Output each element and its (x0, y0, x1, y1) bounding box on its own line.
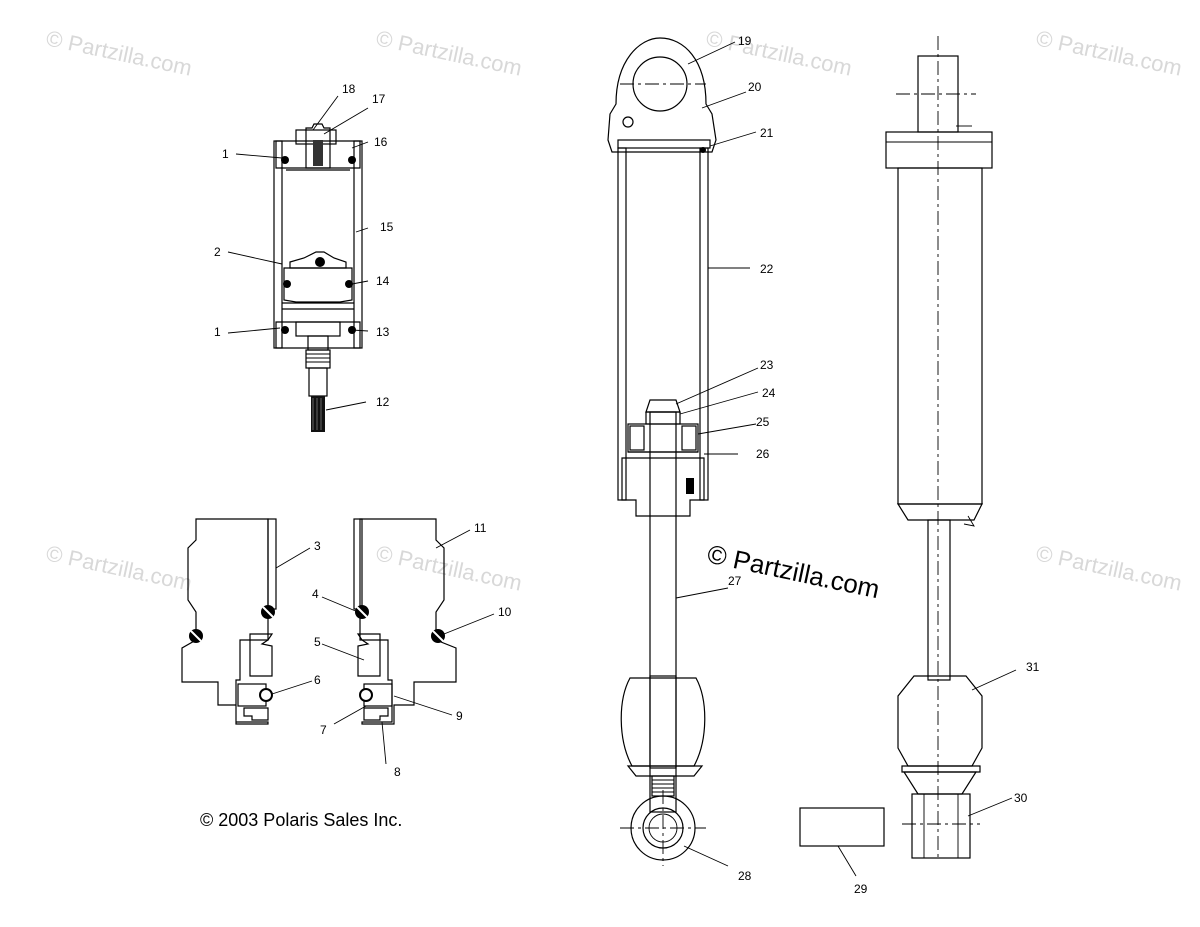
callout-17: 17 (372, 92, 386, 106)
callout-labels: 1 1 2 3 4 5 6 7 8 9 10 11 12 13 14 15 16… (214, 34, 1040, 896)
callout-31: 31 (1026, 660, 1040, 674)
callout-23: 23 (760, 358, 774, 372)
callout-8: 8 (394, 765, 401, 779)
shock-leaders (675, 41, 759, 867)
callout-1: 1 (222, 147, 229, 161)
callout-18: 18 (342, 82, 356, 96)
watermark: © Partzilla.com (1034, 25, 1184, 80)
callout-5: 5 (314, 635, 321, 649)
callout-16: 16 (374, 135, 388, 149)
callout-1: 1 (214, 325, 221, 339)
watermarks: © Partzilla.com © Partzilla.com © Partzi… (44, 25, 1184, 595)
callout-3: 3 (314, 539, 321, 553)
callout-19: 19 (738, 34, 752, 48)
watermark: © Partzilla.com (44, 540, 194, 595)
callout-11: 11 (474, 521, 487, 535)
watermark: © Partzilla.com (374, 540, 524, 595)
reservoir-leaders (227, 95, 369, 411)
center-watermark: © Partzilla.com (705, 539, 883, 605)
callout-4: 4 (312, 587, 319, 601)
seal-head-leaders (271, 529, 495, 765)
reservoir-assembly (273, 123, 363, 432)
callout-28: 28 (738, 869, 752, 883)
callout-15: 15 (380, 220, 394, 234)
callout-13: 13 (376, 325, 390, 339)
external-leaders (837, 669, 1017, 877)
callout-20: 20 (748, 80, 762, 94)
callout-29: 29 (854, 882, 868, 896)
shock-external (799, 36, 993, 859)
watermark: © Partzilla.com (1034, 540, 1184, 595)
callout-12: 12 (376, 395, 390, 409)
callout-26: 26 (756, 447, 770, 461)
callout-24: 24 (762, 386, 776, 400)
watermark: © Partzilla.com (704, 25, 854, 80)
callout-25: 25 (756, 415, 770, 429)
callout-14: 14 (376, 274, 390, 288)
callout-7: 7 (320, 723, 327, 737)
callout-6: 6 (314, 673, 321, 687)
copyright-text: © 2003 Polaris Sales Inc. (200, 810, 402, 830)
shock-cutaway (607, 37, 717, 866)
watermark: © Partzilla.com (374, 25, 524, 80)
callout-30: 30 (1014, 791, 1028, 805)
callout-21: 21 (760, 126, 774, 140)
callout-10: 10 (498, 605, 512, 619)
watermark: © Partzilla.com (44, 25, 194, 80)
callout-27: 27 (728, 574, 742, 588)
callout-2: 2 (214, 245, 221, 259)
seal-head-detail (181, 518, 457, 725)
callout-22: 22 (760, 262, 774, 276)
callout-9: 9 (456, 709, 463, 723)
